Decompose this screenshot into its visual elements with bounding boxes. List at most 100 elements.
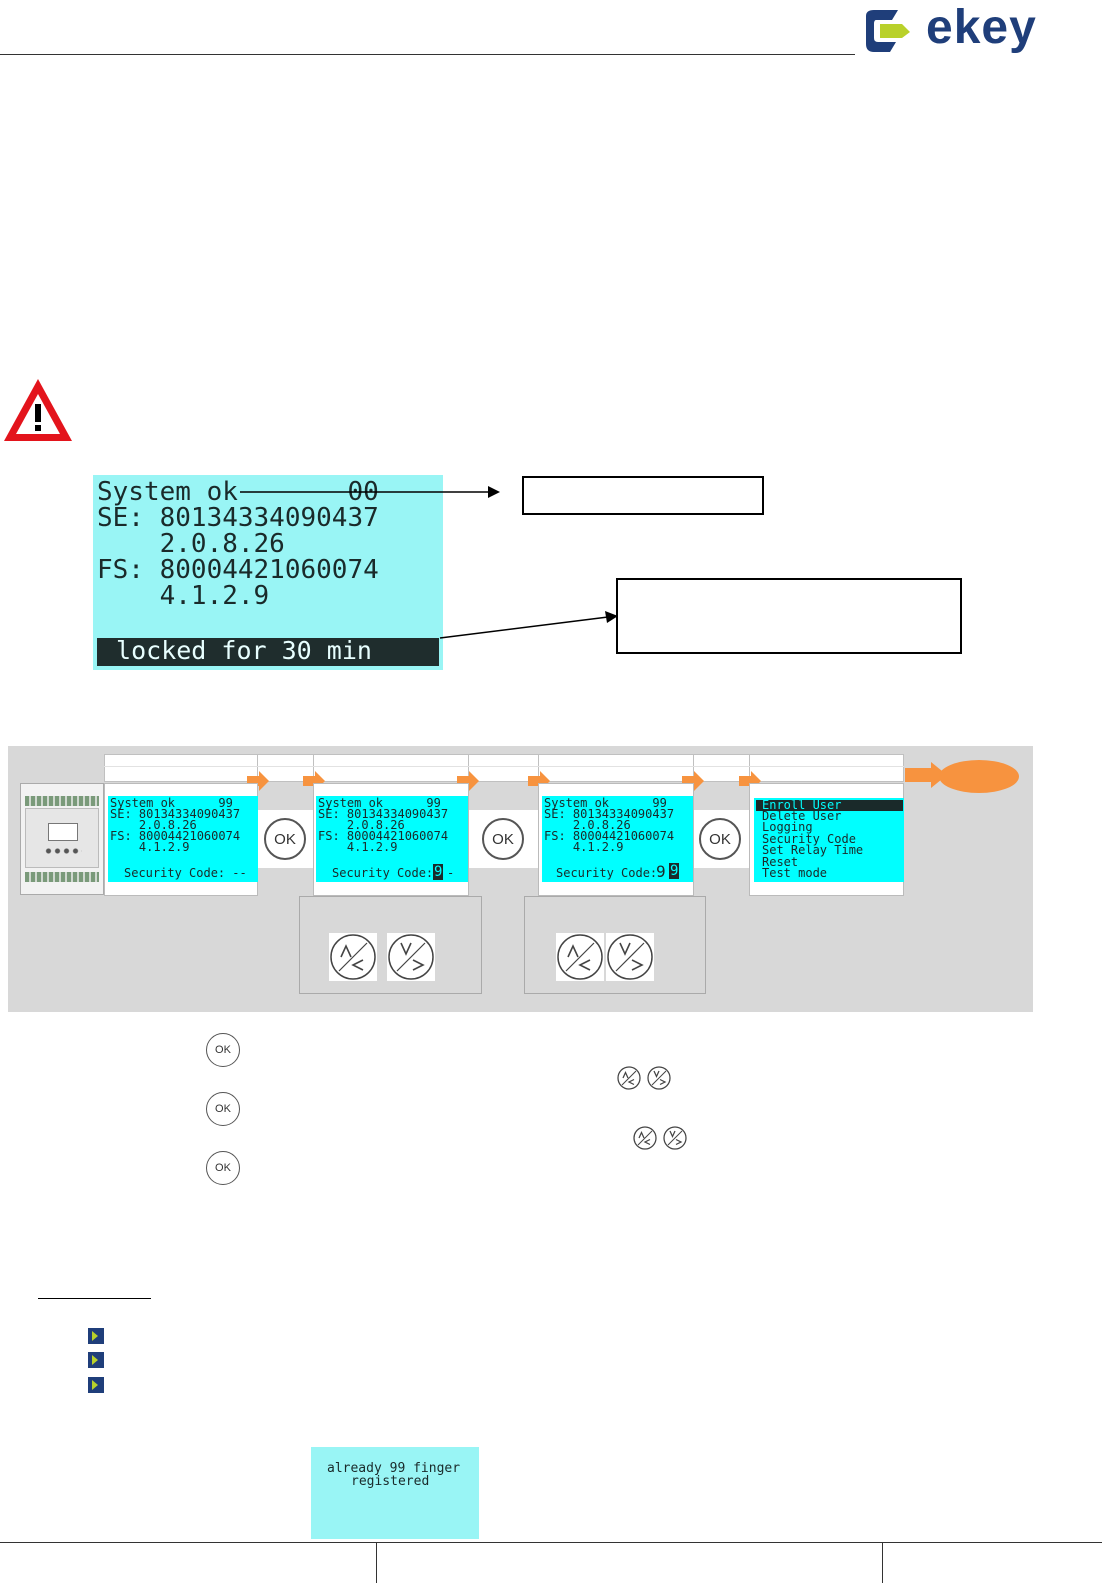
ok-key-icon: OK: [206, 1092, 240, 1126]
ok-button-label: OK: [274, 830, 296, 848]
menu-item-logging[interactable]: Logging: [762, 820, 813, 834]
ok-key-label: OK: [215, 1044, 231, 1056]
ok-button[interactable]: OK: [264, 818, 306, 860]
security-code-label: Security Code:: [124, 866, 226, 880]
finger-limit-line-1: already 99 finger: [327, 1461, 461, 1476]
big-step-arrow-icon: [905, 762, 947, 788]
menu-item-reset[interactable]: Reset: [762, 855, 799, 869]
down-right-icon: [663, 1126, 687, 1150]
big-lcd-line-4: FS: 80004421060074: [97, 555, 379, 585]
lcd-line: 4.1.2.9: [110, 840, 190, 854]
strip-divider-4: [538, 754, 539, 782]
ekey-bullet-icon: [88, 1352, 104, 1368]
step-screen-2: System ok 99 SE: 80134334090437 2.0.8.26…: [316, 796, 468, 882]
header-rule: [0, 54, 855, 55]
callout-arrowhead-2: [605, 611, 618, 623]
lcd-line: 2.0.8.26: [318, 818, 405, 832]
ekey-bullet-icon: [88, 1377, 104, 1393]
callout-arrows: [240, 486, 618, 639]
strip-divider-1: [257, 754, 258, 782]
lcd-line: 2.0.8.26: [110, 818, 197, 832]
nav-down-button[interactable]: [606, 933, 654, 981]
big-lcd-line-3: 2.0.8.26: [97, 529, 285, 559]
device-top-terminals: [25, 796, 99, 806]
strip-divider-6: [749, 754, 750, 782]
up-left-icon: [330, 934, 376, 980]
ok-key-icon: OK: [206, 1151, 240, 1185]
footer-divider-2: [882, 1542, 883, 1583]
ok-key-label: OK: [215, 1162, 231, 1174]
device-body: [25, 808, 99, 868]
security-code-label: Security Code:: [556, 866, 658, 880]
menu-screen: Enroll User Delete User Logging Security…: [754, 798, 904, 882]
lcd-line: System ok 99: [318, 796, 441, 810]
device-image: [20, 783, 104, 895]
finger-limit-line-2: registered: [351, 1474, 430, 1489]
footer-rule: [0, 1542, 1102, 1543]
up-left-icon: [633, 1126, 657, 1150]
nav-up-button[interactable]: [329, 933, 377, 981]
lcd-line: System ok 99: [110, 796, 233, 810]
ok-button-label: OK: [492, 830, 514, 848]
callout-box-lock: [616, 578, 962, 654]
menu-highlight-bar: [756, 800, 903, 811]
device-buttons: [44, 847, 82, 855]
next-step-ellipse: [939, 760, 1019, 793]
lcd-line: System ok 99: [544, 796, 667, 810]
strip-divider-5: [693, 754, 694, 782]
lcd-line: 4.1.2.9: [318, 840, 398, 854]
ok-key-label: OK: [215, 1103, 231, 1115]
ok-button-label: OK: [709, 830, 731, 848]
lcd-line: 2.0.8.26: [544, 818, 631, 832]
security-code-cursor: 9: [433, 864, 444, 880]
strip-underline: [104, 766, 904, 767]
menu-item-set-relay-time[interactable]: Set Relay Time: [762, 843, 864, 857]
step-screen-3: System ok 99 SE: 80134334090437 2.0.8.26…: [542, 796, 693, 882]
lcd-line: 4.1.2.9: [544, 840, 624, 854]
big-lcd-display: System ok 00 SE: 80134334090437 2.0.8.26…: [93, 475, 443, 670]
down-right-icon: [647, 1066, 671, 1090]
lcd-line: FS: 80004421060074: [544, 829, 675, 843]
down-right-icon: [607, 934, 653, 980]
step-screen-1: System ok 99 SE: 80134334090437 2.0.8.26…: [108, 796, 258, 882]
lock-status-bar: [97, 638, 439, 666]
strip-divider-3: [468, 754, 469, 782]
ok-button[interactable]: OK: [482, 818, 524, 860]
lcd-line: SE: 80134334090437: [318, 807, 449, 821]
big-lcd-line-5: 4.1.2.9: [97, 581, 270, 611]
security-code-cursor: 9: [669, 863, 680, 879]
ekey-bullet-icon: [88, 1328, 104, 1344]
callout-box-counter: [522, 476, 764, 515]
menu-item-enroll-user[interactable]: Enroll User: [762, 798, 842, 812]
security-code-value: -: [447, 866, 455, 880]
section-underline: [38, 1298, 151, 1299]
up-left-icon: [617, 1066, 641, 1090]
callout-arrowhead-1: [488, 486, 500, 498]
security-code-value: 9: [656, 862, 666, 881]
lcd-line: FS: 80004421060074: [318, 829, 449, 843]
security-code-value: --: [225, 866, 247, 880]
finger-limit-display: already 99 finger registered: [311, 1447, 479, 1539]
up-left-icon: [557, 934, 603, 980]
logo-wordmark: ekey: [926, 1, 1037, 54]
ok-key-icon: OK: [206, 1033, 240, 1067]
lcd-line: SE: 80134334090437: [544, 807, 675, 821]
step-header-strip: [104, 754, 904, 782]
strip-divider-2: [313, 754, 314, 782]
menu-item-delete-user[interactable]: Delete User: [762, 809, 842, 823]
nav-up-button[interactable]: [556, 933, 604, 981]
menu-item-test-mode[interactable]: Test mode: [762, 866, 828, 880]
big-lcd-line-2: SE: 80134334090437: [97, 503, 379, 533]
ok-button[interactable]: OK: [699, 818, 741, 860]
lcd-line: FS: 80004421060074: [110, 829, 241, 843]
down-right-icon: [388, 934, 434, 980]
warning-icon: [2, 376, 74, 444]
lock-status-text: locked for 30 min: [101, 636, 372, 665]
nav-down-button[interactable]: [387, 933, 435, 981]
ekey-logo-icon: [866, 10, 910, 52]
device-bottom-terminals: [25, 872, 99, 882]
menu-item-security-code[interactable]: Security Code: [762, 832, 856, 846]
footer-divider-1: [376, 1542, 377, 1583]
security-code-label: Security Code:: [332, 866, 434, 880]
device-screen: [48, 823, 78, 841]
